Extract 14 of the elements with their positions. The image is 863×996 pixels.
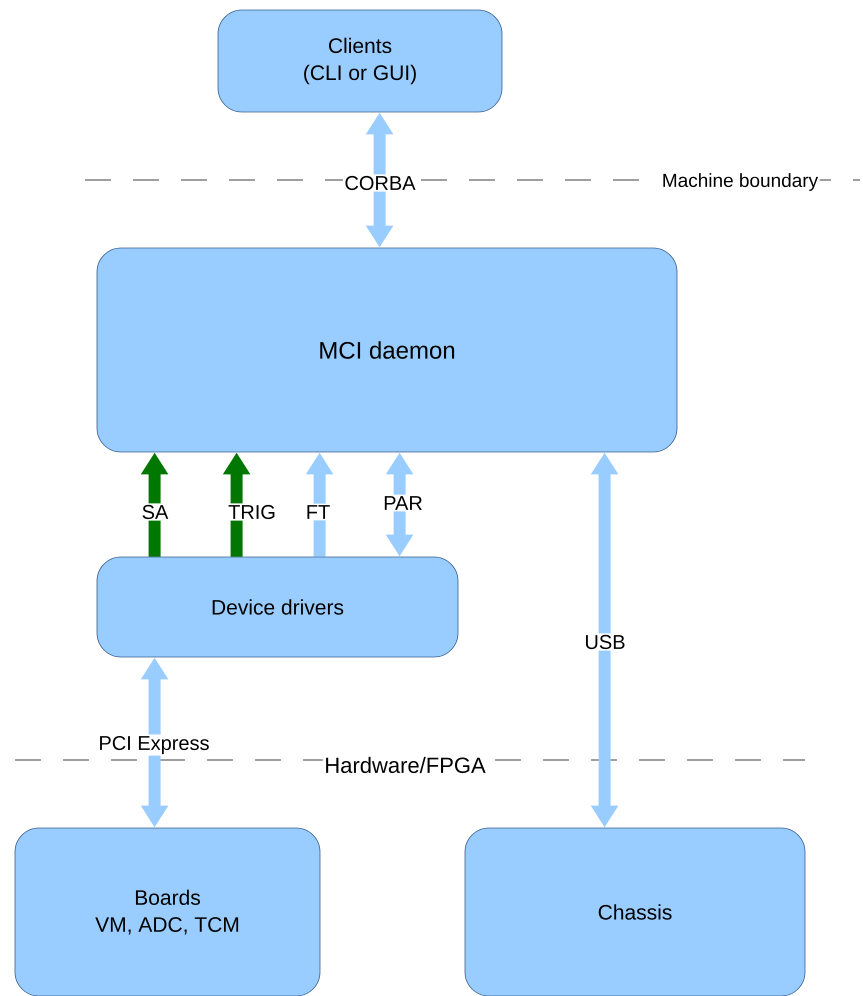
process-box: Chassis	[464, 828, 806, 996]
edge-label: USB	[582, 633, 628, 651]
process-box: Boards VM, ADC, TCM	[14, 828, 320, 996]
edge-label: SA	[140, 503, 170, 521]
boundary-label: Hardware/FPGA	[322, 755, 488, 775]
process-box: Clients (CLI or GUI)	[218, 10, 502, 112]
edge-label: PAR	[382, 494, 424, 512]
edge-label: TRIG	[226, 503, 278, 521]
edge-label: PCI Express	[96, 734, 212, 756]
process-box: MCI daemon	[96, 248, 678, 452]
edge-label: FT	[304, 504, 332, 520]
edge-label: CORBA	[342, 174, 418, 192]
process-box: Device drivers	[96, 556, 458, 658]
boundary-label: Machine boundary	[660, 172, 820, 192]
